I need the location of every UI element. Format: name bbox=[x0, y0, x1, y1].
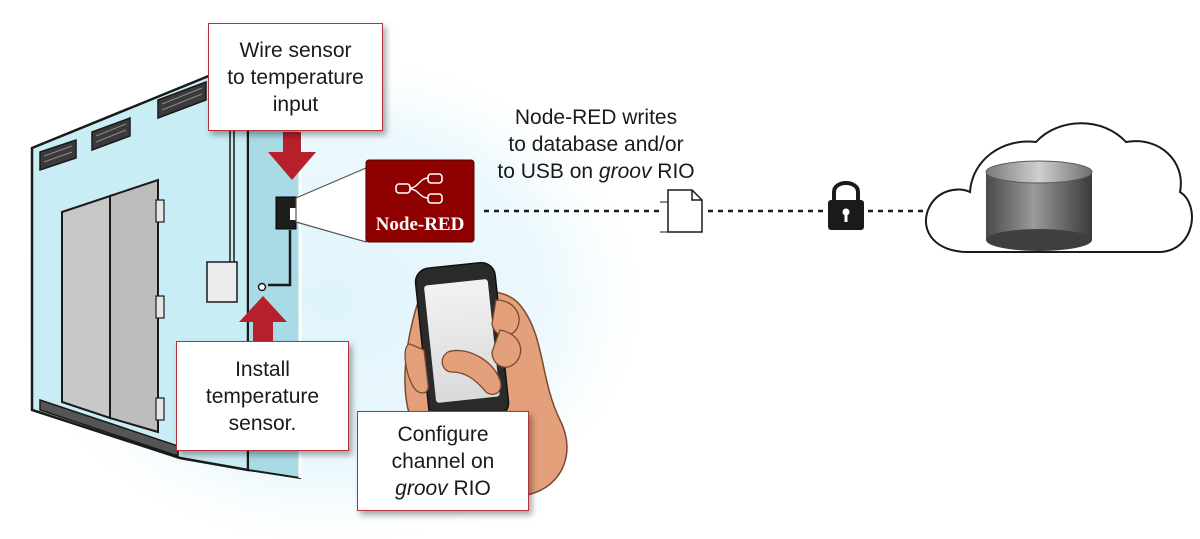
callout-wire-sensor: Wire sensor to temperature input bbox=[208, 23, 383, 131]
arrow-down-wire bbox=[268, 132, 316, 180]
cooler-door-left bbox=[61, 194, 111, 420]
door-hinge bbox=[155, 295, 165, 319]
writes-line-pre: to USB on bbox=[497, 160, 599, 183]
junction-box bbox=[206, 261, 238, 303]
groov-italic: groov bbox=[395, 476, 448, 500]
temperature-sensor bbox=[257, 282, 267, 292]
door-hinge bbox=[155, 199, 165, 223]
callout-line: sensor. bbox=[228, 411, 297, 435]
callout-line: channel on bbox=[391, 449, 495, 473]
callout-line: Wire sensor bbox=[239, 38, 352, 62]
door-hinge bbox=[155, 397, 165, 421]
sensor-wire bbox=[268, 230, 292, 287]
arrow-up-sensor bbox=[239, 296, 287, 342]
callout-line: temperature bbox=[205, 384, 320, 408]
node-red-logo bbox=[365, 159, 475, 243]
callout-configure-channel: Configure channel on groov RIO bbox=[357, 411, 529, 511]
callout-line: Install bbox=[235, 357, 290, 381]
groov-italic: groov bbox=[598, 160, 652, 183]
callout-install-sensor: Install temperature sensor. bbox=[176, 341, 349, 451]
zoom-wedge bbox=[295, 167, 367, 243]
lock-icon bbox=[828, 181, 864, 230]
database-icon bbox=[985, 160, 1093, 251]
callout-line: groov RIO bbox=[358, 475, 528, 502]
callout-line-rest: RIO bbox=[447, 476, 491, 500]
writes-line: to USB on groov RIO bbox=[486, 158, 706, 185]
callout-line: to temperature bbox=[227, 65, 364, 89]
cooler-door-right bbox=[109, 178, 159, 434]
writes-line: to database and/or bbox=[508, 133, 684, 156]
writes-line-post: RIO bbox=[651, 160, 695, 183]
node-red-writes-label: Node-RED writes to database and/or to US… bbox=[486, 104, 706, 185]
callout-line: input bbox=[272, 92, 319, 116]
callout-line: Configure bbox=[397, 422, 489, 446]
file-icon bbox=[660, 189, 703, 233]
node-red-logo-label: Node-RED bbox=[375, 214, 465, 235]
writes-line: Node-RED writes bbox=[514, 106, 678, 129]
